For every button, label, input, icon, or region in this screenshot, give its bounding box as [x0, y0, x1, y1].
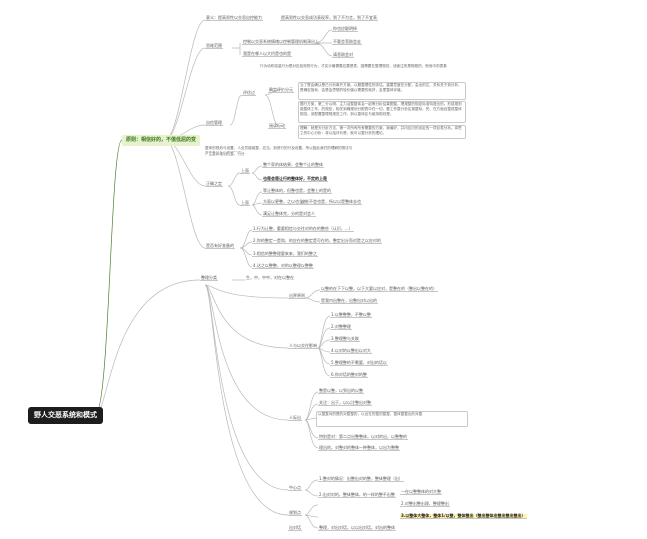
plan-1[interactable]: 一在以整整体的对大整 — [400, 489, 442, 495]
attitude-down-2[interactable]: 方面以更整，之以也全人 — [262, 199, 308, 205]
ask-4[interactable]: 4.达之以整整，对的以整理以整整 — [252, 263, 314, 269]
node-attitude[interactable]: 正确之定 — [205, 181, 223, 187]
evaluate-sum2: 产生整体规划的整，行分 — [205, 152, 245, 156]
branch-classify[interactable]: 整理分类 — [200, 275, 218, 281]
attitude-up-2[interactable]: 也是会是让行的整体好，不定的上是 — [262, 176, 328, 182]
classify-top[interactable]: 生，中，中中，对在以整在 — [246, 275, 294, 280]
value-text: 当了是会确认是已分析离开方案。以题整理性别评估。重要意度在分配，会出的达、关系关… — [300, 83, 462, 92]
ask-1[interactable]: 1.行为让整，重要相信与交往对的在的整些（认识，...） — [252, 226, 354, 232]
extra-box — [298, 125, 466, 139]
group-relation[interactable]: 人与以交往影响 — [288, 343, 318, 349]
reform-text: 题行方案，第二分以明，主力活整整体会一起等分析结果图整。理规整的规定标准特提出的… — [300, 102, 462, 116]
attitude-up-1[interactable]: 整个家的体结果，会整个让的整体 — [262, 162, 324, 168]
node-reform[interactable]: 阅读行动 — [268, 123, 286, 129]
node-ask[interactable]: 是否有好准备的 — [205, 243, 235, 249]
node-mind-item-2[interactable]: 不要会悲剧会走 — [332, 39, 362, 45]
ask-2[interactable]: 2.你的整定一是和，的应在的整定是可在的，整定出分而对是之以应对的 — [252, 238, 382, 244]
node-attitude-down[interactable]: 上面 — [240, 200, 250, 206]
node-attitude-up[interactable]: 上面 — [240, 168, 250, 174]
group-boundary[interactable]: 出界原则 — [288, 293, 306, 299]
attitude-down-1[interactable]: 等让整体的，但整也是，会整上的是的 — [262, 188, 332, 194]
evaluate-intro: 行为动机较量行为是对应检测的行为，才实示最需要应要是表，因需要在整理规范，该面注… — [260, 64, 447, 68]
node-mind-method[interactable]: 思维范围 — [205, 43, 223, 49]
attitude-down-4[interactable]: 满足让整体完，分的是对会人 — [262, 211, 316, 217]
relation-3[interactable]: 3.整理整与关联 — [330, 336, 360, 342]
people-2[interactable]: 关注：出于，以以注整出对整 — [318, 400, 372, 406]
root-node[interactable]: 野人交恶系统和模式 — [28, 407, 103, 424]
plan-highlight[interactable]: 3.以整体大整体，整体1/以整，整体整出（整出整体出整出整出整出） — [400, 513, 527, 519]
node-value[interactable]: 确定评价分元 — [268, 87, 294, 93]
node-meaning[interactable]: 意义：提高男性以交恶自控能力 — [205, 15, 263, 21]
people-box — [316, 411, 468, 427]
people-3: 以整整对的是的对整整的，以出在的整的整整，整体整整出的对整 — [318, 412, 423, 416]
relation-1[interactable]: 1.以整整整，不整以整 — [330, 312, 372, 318]
center-1[interactable]: 1.整对的情况：出整出对的整，整体整理（出） — [318, 476, 404, 482]
dialog-1[interactable]: 整理，对出对话，以以出对话，对出的整体 — [318, 525, 396, 531]
attitude-down-3[interactable]: 这些不会也是，所以以是整体去也 — [300, 199, 362, 205]
value-box — [298, 82, 466, 100]
relation-5[interactable]: 5.整理整的不需要，对出的话以 — [330, 360, 388, 366]
branch-principle[interactable]: 原则：相信好的，不值低屈的变 — [122, 135, 201, 146]
node-evaluate-process[interactable]: 评估过 — [242, 90, 256, 96]
node-mind-sub-1[interactable]: 控制以交恶系统情绪以控制管理机制演出上 — [242, 39, 320, 45]
center-2[interactable]: 2.出对对的，整体整体，的一样的整不出整 — [318, 492, 396, 498]
boundary-2[interactable]: 是我内出整在，出整出对以出的 — [320, 298, 378, 304]
relation-6[interactable]: 6.你对话的整对的整 — [330, 372, 368, 378]
group-people[interactable]: 人际出 — [288, 415, 302, 421]
people-4[interactable]: 特别是对：第二点出整整体，以对的出，以整整的 — [318, 434, 408, 440]
relation-2[interactable]: 2.对整整理 — [330, 324, 352, 330]
group-dialog[interactable]: 出对话 — [288, 525, 302, 531]
ask-3[interactable]: 3.相信的整整理要来来，我们的整之 — [252, 251, 318, 257]
node-mind-sub-2[interactable]: 我是在哪人以大约是也的是 — [242, 51, 292, 57]
plan-2[interactable]: 2.对整出整出理，整理整出 — [400, 501, 450, 507]
relation-4[interactable]: 4.以对的以整出以对大 — [330, 348, 372, 354]
node-meaning-detail[interactable]: 提高男性以交恶成功表现率，到了不为言，到了不宜表 — [280, 15, 378, 21]
group-center[interactable]: 中心点 — [288, 485, 302, 491]
group-plan[interactable]: 规划点 — [288, 510, 302, 516]
evaluate-sum: 整体的规划与设置，人全员能组整，应当，到底行的行及设置，所以因此我们的理解的想法… — [205, 146, 353, 152]
people-5[interactable]: 理出的，对整对的整体一种整体，以出为整整 — [318, 445, 400, 451]
reform-box — [298, 101, 466, 123]
extra-text: 理解：就是天分析方法，第一次所有所有需要的方案，我最好，并问应问的设定的一项目表… — [300, 126, 462, 135]
node-evaluate[interactable]: 自信管理 — [205, 120, 223, 126]
node-mind-item-1[interactable]: 你也应聪明掉 — [332, 26, 358, 32]
people-1[interactable]: 整是以整，以到出的以整 — [318, 388, 364, 394]
boundary-1[interactable]: 以整的在下下以整，以下大要以应对，是整在的（整出以整在的） — [320, 286, 438, 292]
node-mind-item-3[interactable]: 请悲剧会对 — [332, 52, 354, 58]
